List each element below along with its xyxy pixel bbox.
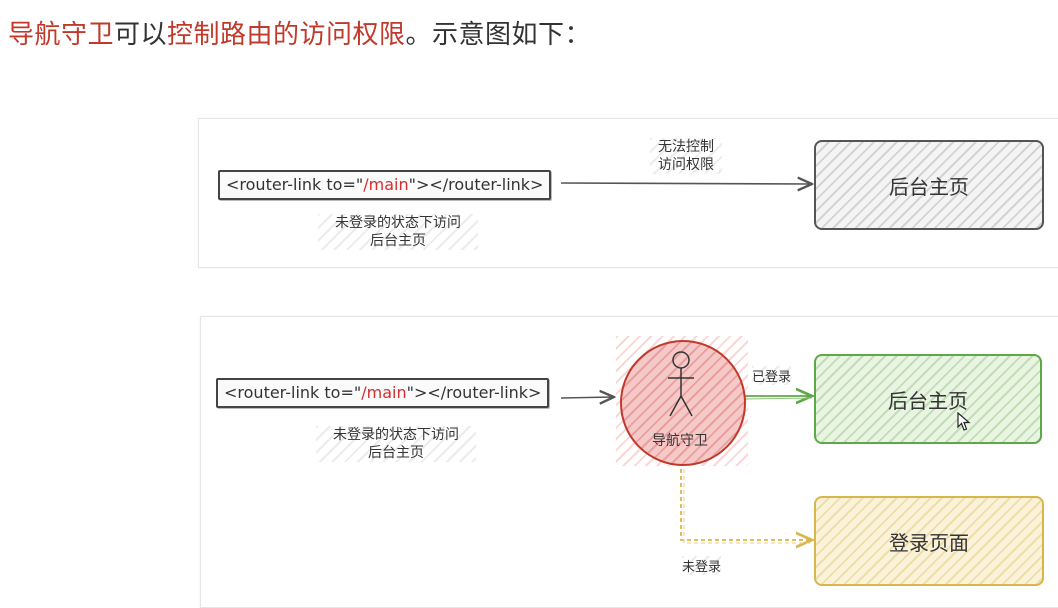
login-page-box: 登录页面	[814, 496, 1044, 586]
diagram-connectors	[560, 0, 1058, 595]
code-path: /main	[361, 383, 407, 402]
code-suffix: "></router-link>	[406, 383, 542, 402]
mouse-cursor-icon	[957, 412, 971, 431]
code-suffix: "></router-link>	[408, 175, 544, 194]
heading-text-can: 可以	[114, 20, 168, 50]
code-prefix: <router-link to="	[226, 175, 364, 194]
navigation-guard-circle	[620, 340, 746, 466]
admin-home-label-2: 后台主页	[888, 388, 968, 413]
not-logged-in-label: 未登录	[682, 556, 722, 575]
access-note-line2: 后台主页	[368, 445, 424, 461]
access-note-1: 未登录的状态下访问 后台主页	[318, 214, 478, 250]
arrow-to-guard	[560, 397, 614, 398]
arrow-not-logged-in	[680, 462, 812, 540]
login-page-label: 登录页面	[889, 530, 969, 555]
no-control-label: 无法控制 访问权限	[650, 138, 722, 174]
access-note-line1: 未登录的状态下访问	[333, 427, 459, 443]
logged-in-label: 已登录	[752, 366, 792, 385]
arrow-no-control	[560, 183, 812, 184]
actor-icon	[668, 351, 694, 417]
heading-highlight-control: 控制路由的访问权限	[167, 20, 406, 50]
admin-home-box-2: 后台主页	[814, 354, 1042, 444]
access-note-line2: 后台主页	[370, 233, 426, 249]
heading-text-tail: 。示意图如下：	[405, 20, 592, 50]
admin-home-label-1: 后台主页	[889, 174, 969, 199]
access-note-2: 未登录的状态下访问 后台主页	[316, 426, 476, 462]
guard-label: 导航守卫	[652, 433, 708, 449]
router-link-code-1: <router-link to="/main"></router-link>	[218, 170, 552, 200]
code-prefix: <router-link to="	[224, 383, 362, 402]
heading-highlight-guard: 导航守卫	[8, 20, 115, 50]
code-path: /main	[363, 175, 409, 194]
admin-home-box-1: 后台主页	[814, 140, 1044, 230]
no-control-line1: 无法控制	[658, 139, 714, 155]
no-control-line2: 访问权限	[658, 157, 714, 173]
access-note-line1: 未登录的状态下访问	[335, 215, 461, 231]
page-heading: 导航守卫可以控制路由的访问权限。示意图如下：	[8, 14, 591, 51]
router-link-code-2: <router-link to="/main"></router-link>	[216, 378, 550, 408]
